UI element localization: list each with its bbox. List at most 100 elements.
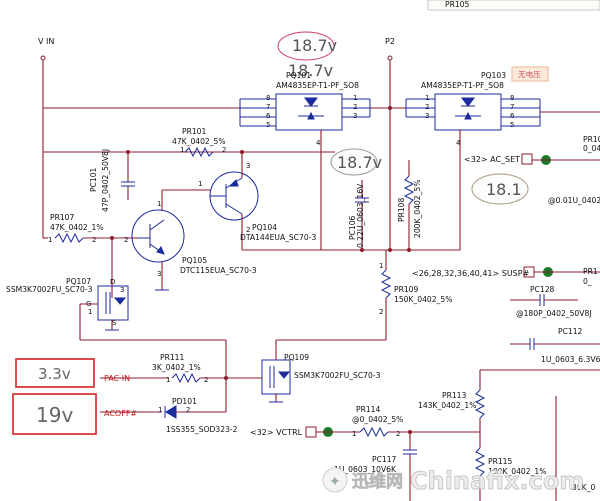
watermark: ✦ 迅维网 Chinafix.com — [322, 467, 585, 495]
svg-text:D: D — [110, 278, 115, 286]
svg-text:1: 1 — [180, 146, 184, 154]
ac-set-port — [521, 153, 533, 165]
svg-text:2: 2 — [425, 103, 429, 111]
pr1x-ref: PR1 — [583, 267, 598, 276]
svg-text:2: 2 — [246, 226, 250, 234]
pr109-ref: PR109 — [394, 285, 419, 294]
acoff-voltage-box — [12, 393, 97, 435]
pr111-value: 3K_0402_1% — [152, 363, 201, 372]
pq101-voltage-bubble — [277, 31, 335, 61]
svg-text:1: 1 — [425, 94, 429, 102]
pr115-ref: PR115 — [488, 457, 513, 466]
pc117-value: 1U_0603_10V6K — [334, 465, 397, 474]
pr115-resistor — [474, 447, 486, 477]
svg-text:5: 5 — [510, 121, 514, 129]
svg-text:1: 1 — [352, 430, 356, 438]
top-tab — [427, 0, 600, 11]
vctrl-port — [305, 426, 317, 438]
svg-text:1: 1 — [379, 262, 383, 270]
svg-text:1: 1 — [157, 200, 161, 208]
pq104-value: DTA144EUA_SC70-3 — [240, 233, 316, 242]
pr108-resistor — [403, 175, 415, 205]
pc112-ref: PC112 — [558, 327, 583, 336]
watermark-cn: 迅维网 — [352, 471, 403, 492]
svg-text:8: 8 — [266, 94, 270, 102]
ac-voltage-bubble — [471, 173, 529, 205]
pr10x-value: 0_04 — [583, 144, 600, 153]
pq101-diode — [304, 97, 318, 107]
svg-text:5: 5 — [266, 121, 270, 129]
pr108-ref: PR108 — [397, 197, 406, 222]
pq109-ref: PQ109 — [284, 353, 309, 362]
pd101-value: 1SS355_SOD323-2 — [166, 425, 238, 434]
pr1x-value: 0_ — [583, 277, 592, 286]
pr113-value: 143K_0402_1% — [418, 401, 476, 410]
svg-text:7: 7 — [510, 103, 514, 111]
pac-voltage-box — [15, 358, 95, 388]
pr107-resistor — [54, 232, 84, 244]
pac-voltage: 3.3v — [38, 365, 71, 383]
r39k-value: 39K_0 — [572, 483, 595, 492]
pq107-value: SSM3K7002FU_SC70-3 — [6, 285, 93, 294]
svg-text:1: 1 — [166, 376, 170, 384]
pr114-value: @0_0402_5% — [352, 415, 403, 424]
net-susp: <26,28,32,36,40,41> SUSP# — [412, 269, 530, 278]
pd101-diode — [165, 405, 177, 419]
pq103-value: AM4835EP-T1-PF_SO8 — [421, 81, 504, 90]
svg-text:✦: ✦ — [329, 474, 341, 490]
svg-text:2: 2 — [204, 376, 208, 384]
svg-text:2: 2 — [379, 308, 383, 316]
pq105-value: DTC115EUA_SC70-3 — [180, 266, 257, 275]
svg-text:3: 3 — [353, 112, 357, 120]
pr111-resistor — [171, 372, 201, 384]
svg-text:2: 2 — [396, 430, 400, 438]
pq105-ref: PQ105 — [182, 256, 207, 265]
pq103-ref: PQ103 — [481, 71, 506, 80]
pc128-value: @180P_0402_50V8J — [516, 309, 592, 318]
pq109-body — [261, 359, 291, 395]
net-ac-set: <32> AC_SET — [464, 155, 520, 164]
pq105-body — [131, 209, 185, 263]
p2-terminal — [387, 55, 393, 61]
pq107-ref: PQ107 — [66, 277, 91, 286]
svg-text:3: 3 — [157, 270, 161, 278]
pq101-voltage-label: 18.7v — [288, 61, 333, 80]
svg-text:2: 2 — [222, 146, 226, 154]
pc106-value: 0.22U_0603_16V — [356, 183, 365, 248]
net-vin: V IN — [38, 37, 54, 46]
acoff-voltage: 19v — [36, 403, 73, 427]
no-charge-text: 无电压 — [518, 69, 541, 79]
svg-text:3: 3 — [425, 112, 429, 120]
pr108-value: 200K_0402_5% — [413, 180, 422, 238]
svg-text:4: 4 — [316, 139, 321, 147]
pq103-diode — [461, 97, 475, 107]
pr101-resistor — [184, 146, 214, 158]
pc117-ref: PC117 — [372, 455, 397, 464]
pr109-resistor — [380, 269, 392, 299]
svg-text:1: 1 — [158, 406, 162, 414]
svg-text:2: 2 — [124, 236, 128, 244]
no-charge-tag — [511, 66, 549, 82]
svg-text:3: 3 — [246, 162, 250, 170]
pr115-value: 100K_0402_1% — [488, 467, 546, 476]
pr107-ref: PR107 — [50, 213, 75, 222]
pq109-value: SSM3K7002FU_SC70-3 — [294, 371, 381, 380]
pr109-value: 150K_0402_5% — [394, 295, 452, 304]
pr107-value: 47K_0402_1% — [50, 223, 104, 232]
svg-text:4: 4 — [456, 139, 461, 147]
svg-text:8: 8 — [510, 94, 514, 102]
pd101-ref: PD101 — [172, 397, 197, 406]
pq103-body — [434, 93, 502, 131]
pr101-ref: PR101 — [182, 127, 207, 136]
pq101-value: AM4835EP-T1-PF_SO8 — [276, 81, 359, 90]
pr10x-ref: PR10 — [583, 135, 600, 144]
pc112-value: 1U_0603_6.3V6M — [541, 355, 600, 364]
pr111-ref: PR111 — [160, 353, 185, 362]
svg-text:2: 2 — [92, 236, 96, 244]
pc101-value: 47P_0402_50V8J — [101, 149, 110, 212]
pr113-resistor — [474, 389, 486, 419]
pc101-ref: PC101 — [89, 167, 98, 192]
net-acoff: ACOFF# — [104, 409, 137, 418]
mid-voltage: 18.7v — [337, 153, 382, 172]
